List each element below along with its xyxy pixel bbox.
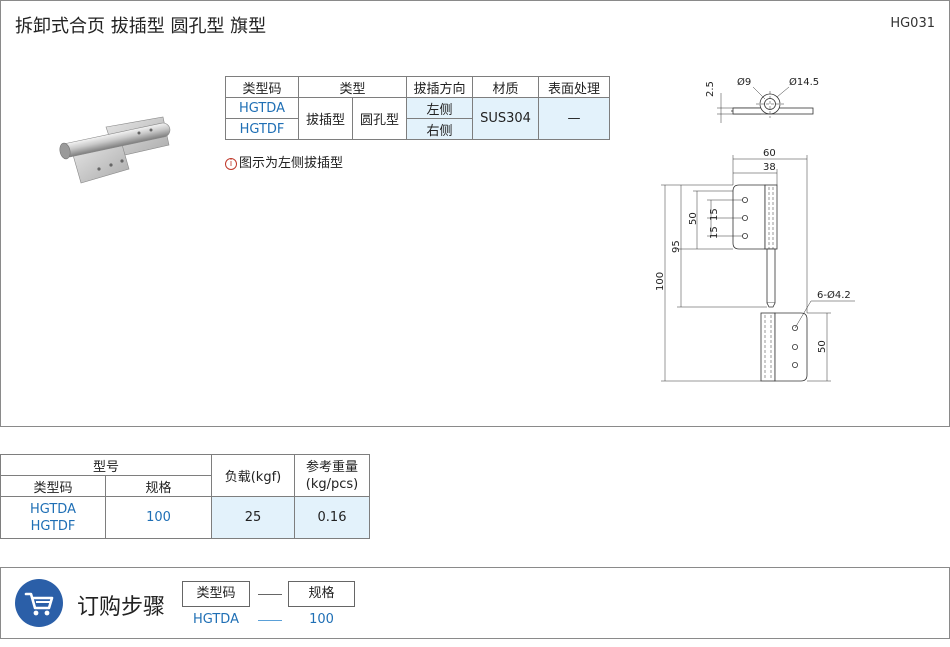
dim-thickness: 2.5: [705, 81, 716, 97]
order-title: 订购步骤: [77, 595, 166, 620]
header-spec: 规格: [105, 475, 212, 497]
info-icon: i: [225, 158, 237, 170]
model-weight: 0.16: [294, 496, 370, 539]
header-type: 类型: [298, 76, 407, 98]
direction-right: 右侧: [406, 118, 473, 140]
material-value: SUS304: [472, 97, 539, 140]
header-weight: 参考重量 (kg/pcs): [294, 454, 370, 497]
header-direction: 拔插方向: [406, 76, 473, 98]
dim-hole-pitch-1: 15: [709, 208, 720, 221]
order-value-type-code: HGTDA: [192, 612, 239, 627]
order-box-spec: 规格: [288, 581, 355, 607]
header-surface: 表面处理: [538, 76, 610, 98]
dim-upper-total-height: 95: [671, 240, 682, 253]
figure-note-text: 图示为左侧拔插型: [239, 156, 344, 171]
header-type-code: 类型码: [0, 475, 106, 497]
order-value-dash: [258, 620, 282, 621]
dim-outer-diameter: Ø14.5: [789, 76, 819, 88]
spec-table: 类型码 类型 拔插方向 材质 表面处理 HGTDA 拔插型 圆孔型 左侧 SUS…: [225, 76, 610, 140]
direction-left: 左侧: [406, 97, 473, 119]
header-type-code: 类型码: [225, 76, 299, 98]
dim-hole-pitch-2: 15: [709, 226, 720, 239]
product-code: HG031: [890, 16, 935, 31]
dim-upper-leaf-height: 50: [688, 212, 699, 225]
type-pull: 拔插型: [298, 97, 353, 140]
dim-lower-leaf-height: 50: [817, 340, 828, 353]
header-load: 负载(kgf): [211, 454, 295, 497]
model-type-code-a: HGTDA: [29, 501, 76, 517]
header-material: 材质: [472, 76, 539, 98]
order-dash: [258, 594, 282, 595]
model-type-codes: HGTDA HGTDF: [0, 496, 106, 539]
model-table: 型号 负载(kgf) 参考重量 (kg/pcs) 类型码 规格 HGTDA HG…: [0, 454, 370, 539]
front-view: 60 38 15 15 50 95 100: [655, 148, 855, 382]
cart-icon: [15, 579, 63, 627]
technical-drawing: 2.5 Ø9 Ø14.5: [655, 76, 855, 382]
model-spec: 100: [105, 496, 212, 539]
header-weight-line2: (kg/pcs): [305, 476, 359, 492]
surface-value: —: [538, 97, 610, 140]
dim-leaf-width: 38: [763, 162, 776, 173]
order-value-spec: 100: [309, 612, 334, 627]
type-code-a: HGTDA: [225, 97, 299, 119]
top-view: 2.5 Ø9 Ø14.5: [705, 76, 819, 123]
header-model: 型号: [0, 454, 212, 476]
dim-total-width: 60: [763, 148, 776, 159]
product-photo: [59, 116, 171, 184]
page-title: 拆卸式合页 拔插型 圆孔型 旗型: [15, 16, 267, 37]
type-round-hole: 圆孔型: [352, 97, 407, 140]
dim-inner-diameter: Ø9: [737, 76, 751, 88]
order-box-type-code: 类型码: [182, 581, 250, 607]
model-type-code-f: HGTDF: [30, 518, 76, 534]
dim-total-height: 100: [655, 272, 666, 291]
model-load: 25: [211, 496, 295, 539]
product-panel: 拆卸式合页 拔插型 圆孔型 旗型 HG031 类型码 类型: [0, 0, 950, 427]
type-code-f: HGTDF: [225, 118, 299, 140]
order-panel: 订购步骤 类型码 规格 HGTDA 100: [0, 567, 950, 639]
header-weight-line1: 参考重量: [305, 459, 358, 475]
dim-hole-callout: 6-Ø4.2: [817, 289, 851, 301]
